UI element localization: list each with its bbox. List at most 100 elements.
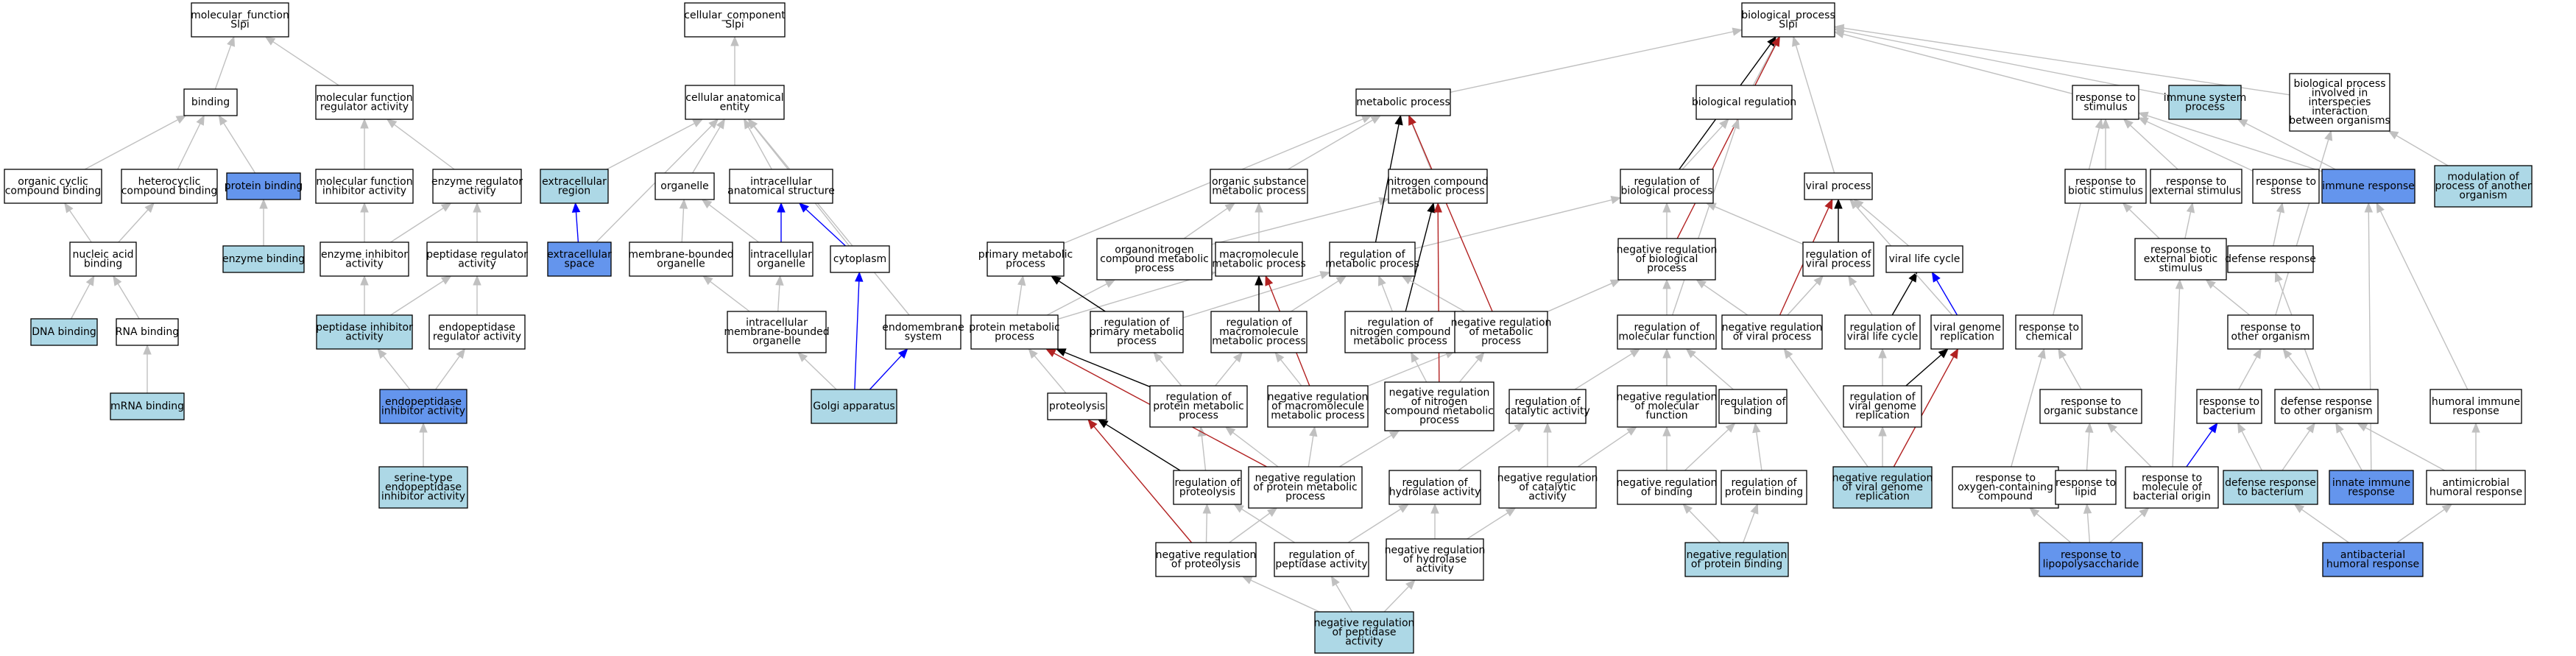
term-node-mrnab[interactable]: mRNA binding	[110, 392, 185, 420]
term-node-metab[interactable]: metabolic process	[1355, 88, 1451, 116]
term-node-golgi[interactable]: Golgi apparatus	[811, 389, 897, 424]
term-node-immresp[interactable]: immune response	[2321, 169, 2416, 204]
term-node-defresp[interactable]: defense response	[2225, 245, 2316, 273]
term-node-protbind[interactable]: protein binding	[225, 172, 303, 200]
term-node-binding[interactable]: binding	[183, 88, 238, 116]
term-node-proteolysis[interactable]: proteolysis	[1047, 392, 1107, 420]
term-node-biolreg[interactable]: biological regulation	[1692, 85, 1796, 120]
term-node-dnab[interactable]: DNA binding	[30, 318, 98, 346]
term-node-vlc[interactable]: viral life cycle	[1885, 245, 1963, 273]
term-label-line: between organisms	[2289, 115, 2390, 127]
term-node-enzbind[interactable]: enzyme binding	[222, 245, 305, 273]
term-node-rnab[interactable]: RNA binding	[116, 318, 179, 346]
term-node-cyto[interactable]: cytoplasm	[830, 245, 890, 273]
term-node-organelle[interactable]: organelle	[654, 172, 715, 200]
term-node-viral[interactable]: viral process	[1804, 172, 1873, 200]
